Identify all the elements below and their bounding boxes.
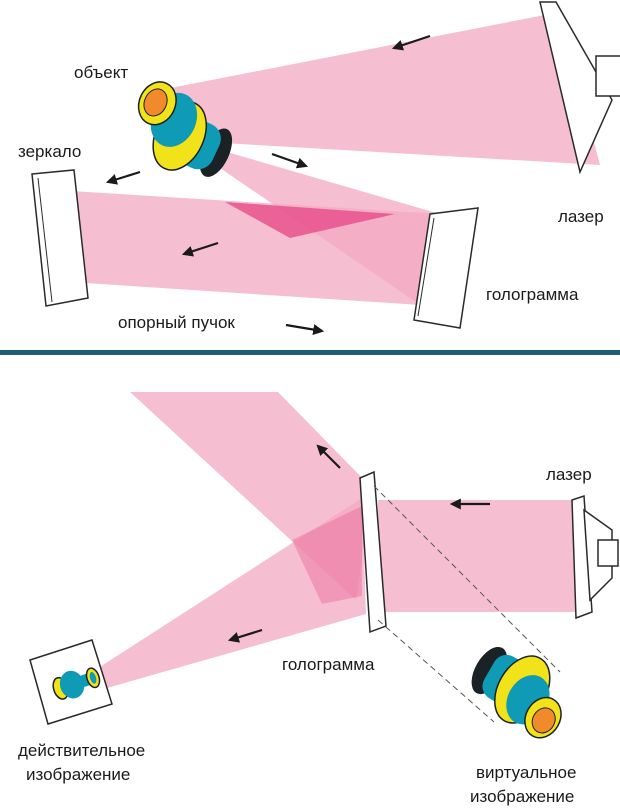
laser-to-hologram-beam (378, 500, 578, 612)
label-hologram-bottom: голограмма (282, 655, 375, 674)
label-mirror: зеркало (18, 142, 81, 161)
arrow-real-image (227, 628, 263, 643)
label-real-image-line2: изображение (26, 765, 130, 784)
label-object: объект (74, 63, 128, 82)
mirror-surface (37, 177, 53, 303)
hologram-plate (413, 207, 479, 329)
label-virtual-image-line2: изображение (470, 787, 574, 806)
hologram-plate-surface (417, 217, 435, 317)
reconstruction-panel: лазер голограмма действительное изображе… (18, 392, 619, 806)
arrow-laser-to-object (391, 34, 431, 51)
recording-panel: объект зеркало лазер голограмма опорный … (18, 1, 620, 335)
laser-to-object-beam (150, 12, 600, 165)
laser-emitter (595, 55, 620, 97)
laser-body (539, 1, 613, 175)
laser-body-bottom (571, 494, 593, 620)
arrow-diffracted-up (316, 444, 341, 469)
label-laser-top: лазер (558, 207, 604, 226)
real-image (29, 639, 113, 725)
virtual-ray-upper (373, 485, 561, 673)
real-image-vase (52, 667, 101, 700)
arrow-reference-beam (181, 241, 219, 257)
laser-device (539, 1, 620, 175)
direction-arrows-top (105, 34, 431, 335)
arrow-reference-beam-label (285, 323, 325, 335)
mirror (31, 169, 89, 307)
virtual-ray-lower (377, 619, 495, 723)
label-hologram-top: голограмма (486, 285, 579, 304)
beam-overlap-region (292, 506, 362, 604)
laser-device-bottom (571, 494, 619, 620)
panel-divider (0, 350, 620, 355)
label-real-image-line1: действительное (18, 741, 145, 760)
virtual-image-vase (471, 646, 562, 739)
object-vase (137, 81, 233, 177)
hologram-plate-bottom (359, 470, 387, 634)
arrow-to-mirror (105, 170, 141, 185)
laser-emitter-bottom (597, 539, 619, 567)
label-reference-beam: опорный пучок (118, 313, 235, 332)
label-laser-bottom: лазер (546, 465, 592, 484)
label-virtual-image-line1: виртуальное (476, 763, 576, 782)
real-image-beam (92, 498, 366, 690)
interference-region (225, 202, 395, 238)
arrow-object-to-hologram (271, 152, 309, 169)
direction-arrows-bottom (227, 444, 490, 643)
